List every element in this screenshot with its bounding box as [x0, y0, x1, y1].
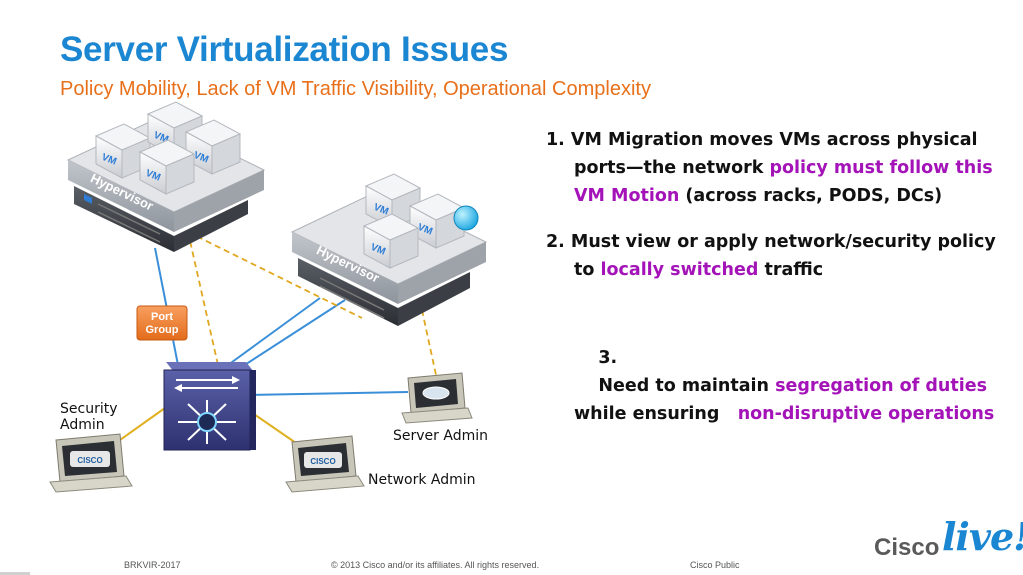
port-group-label-line2: Group	[146, 324, 179, 336]
link-switch-server-admin	[249, 391, 409, 396]
issue-highlight: policy must follow this VM Motion	[574, 158, 993, 206]
vm-label: VM	[144, 168, 162, 184]
vm-label: VM	[416, 222, 434, 238]
link-hypervisor2-switch-b	[239, 299, 346, 369]
issue-item-2: 2. Must view or apply network/security p…	[546, 228, 1021, 284]
server-admin-label: Server Admin	[393, 428, 488, 444]
live-logo-word: live!	[942, 514, 1023, 559]
issue-highlight: locally switched	[600, 260, 759, 280]
security-admin-terminal-icon: CISCO	[49, 433, 133, 493]
issue-text: Must view or apply network/security poli…	[570, 232, 996, 280]
issue-number: 2.	[546, 232, 565, 252]
cisco-live-logo: Cisco live!	[874, 512, 1023, 561]
hypervisor-host-1: Hypervisor VM VM VM VM	[66, 101, 266, 252]
issue-highlight: non-disruptive operations	[737, 404, 995, 424]
issue-number: 3.	[598, 348, 618, 368]
slide-subtitle: Policy Mobility, Lack of VM Traffic Visi…	[60, 78, 651, 100]
network-switch-icon	[163, 362, 256, 451]
vm-icon: VM	[138, 139, 196, 195]
dashed-link-hypervisor2-server-admin	[421, 309, 437, 376]
issue-text: (across racks, PODS, DCs)	[679, 186, 943, 206]
security-admin-label-line1: Security	[60, 401, 118, 417]
vm-icon: VM	[184, 119, 242, 175]
issue-text: Need to maintain	[598, 376, 776, 396]
link-switch-security-admin	[119, 407, 166, 441]
footer-classification: Cisco Public	[690, 560, 740, 570]
footer-copyright: © 2013 Cisco and/or its affiliates. All …	[331, 560, 540, 570]
vm-label: VM	[100, 152, 118, 168]
hypervisor-host-2: Hypervisor VM VM VM	[290, 173, 488, 326]
vm-label: VM	[372, 202, 390, 218]
vm-icon: VM	[94, 123, 152, 179]
port-group-label-line1: Port	[151, 311, 173, 323]
server-admin-terminal-icon	[401, 372, 473, 424]
slide-title: Server Virtualization Issues	[60, 30, 509, 69]
issue-highlight: segregation of duties	[775, 376, 988, 396]
issue-text: while ensuring	[574, 376, 994, 424]
cisco-badge: CISCO	[77, 456, 102, 465]
port-group-badge: Port Group	[136, 305, 188, 341]
security-admin-label-line2: Admin	[60, 417, 105, 433]
cisco-badge: CISCO	[310, 457, 335, 466]
cisco-logo-word: Cisco	[874, 534, 940, 561]
vm-icon: VM	[362, 213, 420, 269]
network-admin-terminal-icon: CISCO	[285, 435, 365, 493]
issue-item-1: 1. VM Migration moves VMs across physica…	[546, 126, 1021, 210]
footer-session-id: BRKVIR-2017	[124, 560, 181, 570]
dashed-link-hypervisor1-switch	[187, 231, 219, 366]
issue-list: 1. VM Migration moves VMs across physica…	[546, 126, 1021, 472]
link-hypervisor2-switch-a	[227, 297, 321, 366]
issue-number: 1.	[546, 130, 565, 150]
vm-label: VM	[192, 150, 210, 166]
dashed-link-hypervisor1	[187, 231, 363, 319]
vm-label: VM	[369, 242, 387, 258]
issue-text: VM Migration moves VMs across physical p…	[570, 130, 978, 178]
footer-divider	[0, 572, 30, 575]
issue-text: traffic	[758, 260, 824, 280]
security-admin-label: Security Admin	[60, 401, 118, 433]
migrating-vm-marker-icon	[453, 205, 479, 231]
network-admin-label: Network Admin	[368, 472, 476, 488]
issue-item-3: 3. Need to maintain segregation of dutie…	[546, 316, 1021, 456]
